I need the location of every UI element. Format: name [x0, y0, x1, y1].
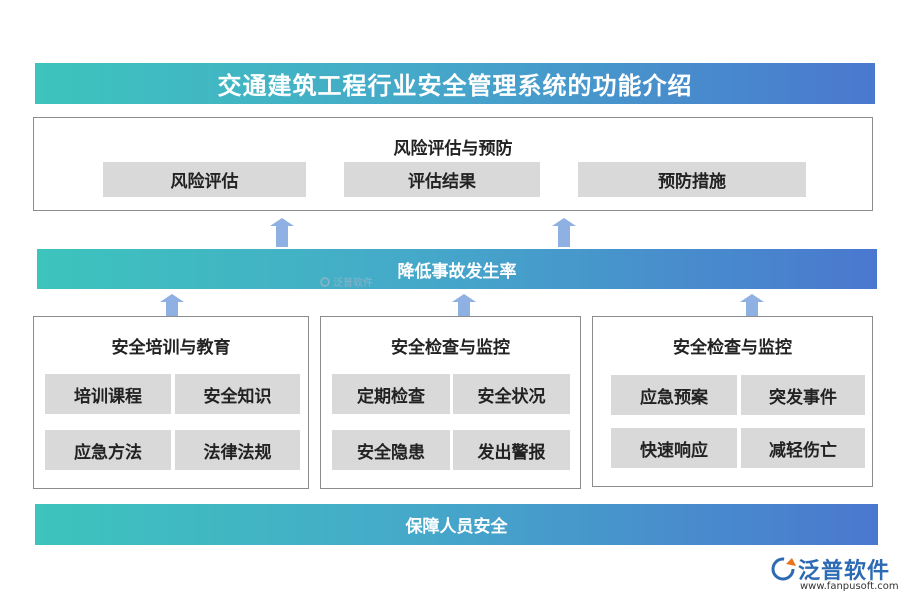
training-panel-title: 安全培训与教育: [111, 338, 231, 358]
bottom-band: 保障人员安全: [35, 504, 878, 545]
inspection-item: 安全隐患: [332, 430, 450, 470]
risk-panel-title: 风险评估与预防: [393, 139, 513, 159]
up-arrow-icon: [740, 294, 764, 323]
middle-band: 降低事故发生率: [37, 249, 877, 289]
brand-logo: 泛普软件 www.fanpusoft.com: [770, 553, 899, 595]
training-item: 法律法规: [175, 430, 300, 470]
up-arrow-icon: [552, 218, 576, 247]
brand-name: 泛普软件: [798, 559, 891, 584]
watermark-logo-icon: [320, 276, 330, 287]
diagram-title: 交通建筑工程行业安全管理系统的功能介绍: [35, 63, 875, 104]
emergency-item: 应急预案: [611, 375, 737, 415]
emergency-item: 减轻伤亡: [741, 428, 865, 468]
training-item: 培训课程: [45, 374, 171, 414]
inspection-item: 发出警报: [453, 430, 570, 470]
up-arrow-icon: [452, 294, 476, 323]
inspection-panel-title: 安全检查与监控: [391, 338, 510, 358]
watermark-text: 泛普软件: [333, 278, 373, 289]
risk-item: 风险评估: [103, 162, 306, 197]
inspection-item: 安全状况: [453, 374, 570, 414]
up-arrow-icon: [160, 294, 184, 323]
brand-url: www.fanpusoft.com: [800, 581, 899, 592]
risk-item: 评估结果: [344, 162, 540, 197]
up-arrow-icon: [270, 218, 294, 247]
training-item: 安全知识: [175, 374, 300, 414]
training-panel: 安全培训与教育 培训课程 安全知识 应急方法 法律法规: [33, 316, 309, 489]
training-item: 应急方法: [45, 430, 171, 470]
emergency-panel: 安全检查与监控 应急预案 突发事件 快速响应 减轻伤亡: [592, 316, 873, 487]
watermark: 泛普软件: [320, 274, 373, 289]
risk-item: 预防措施: [578, 162, 806, 197]
brand-logo-icon: [771, 557, 796, 581]
inspection-panel: 安全检查与监控 定期检查 安全状况 安全隐患 发出警报: [320, 316, 581, 489]
risk-panel: 风险评估与预防 风险评估 评估结果 预防措施: [33, 117, 873, 211]
emergency-item: 突发事件: [741, 375, 865, 415]
emergency-item: 快速响应: [611, 428, 737, 468]
inspection-item: 定期检查: [332, 374, 450, 414]
emergency-panel-title: 安全检查与监控: [673, 338, 792, 358]
